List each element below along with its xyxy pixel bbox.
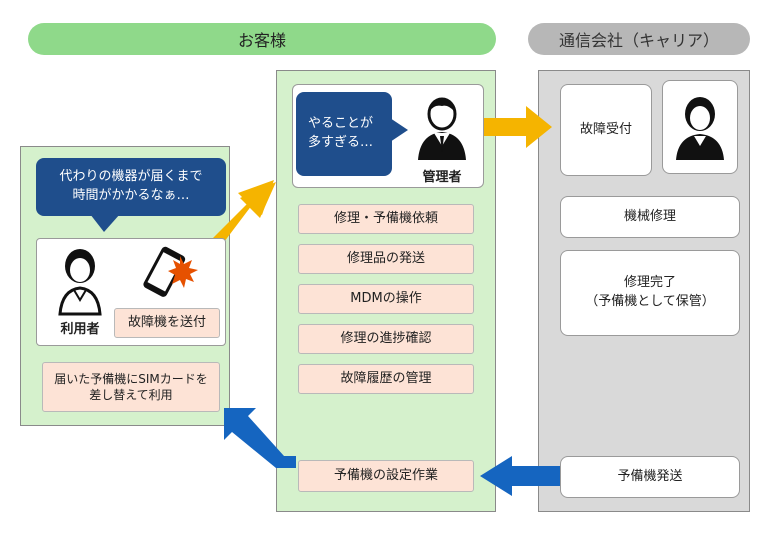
admin-icon <box>418 97 466 160</box>
user-label: 利用者 <box>60 322 100 337</box>
arrow-admin-to-user <box>224 408 296 468</box>
admin-task-5: 故障履歴の管理 <box>298 364 474 394</box>
user-bubble-tail <box>90 214 120 232</box>
ship-label: 予備機発送 <box>617 468 683 484</box>
repair-complete-box: 修理完了 （予備機として保管） <box>560 250 740 336</box>
broken-phone-icon <box>143 246 198 297</box>
reception-label: 故障受付 <box>579 121 632 137</box>
customer-banner: お客様 <box>28 23 496 55</box>
arrow-carrier-to-admin <box>480 456 560 496</box>
arrow-admin-to-carrier <box>484 106 552 148</box>
repair-complete-label: 修理完了 （予備機として保管） <box>585 275 715 309</box>
admin-task-1: 修理・予備機依頼 <box>298 204 474 234</box>
swap-sim-task: 届いた予備機にSIMカードを 差し替えて利用 <box>42 362 220 412</box>
admin-setup-task: 予備機の設定作業 <box>298 460 474 492</box>
admin-task-4: 修理の進捗確認 <box>298 324 474 354</box>
customer-banner-label: お客様 <box>237 31 286 50</box>
user-bubble-text: 代わりの機器が届くまで 時間がかかるなぁ… <box>59 169 203 203</box>
female-operator-icon <box>676 97 724 160</box>
admin-task-2: 修理品の発送 <box>298 244 474 274</box>
admin-bubble <box>296 92 392 176</box>
admin-bubble-text: やることが 多すぎる… <box>308 116 374 150</box>
female-user-icon <box>58 249 102 316</box>
repair-label: 機械修理 <box>623 208 676 224</box>
carrier-banner: 通信会社（キャリア） <box>528 23 750 55</box>
repair-box: 機械修理 <box>560 196 740 238</box>
send-broken-device-task: 故障機を送付 <box>114 308 220 338</box>
carrier-banner-label: 通信会社（キャリア） <box>558 31 719 50</box>
ship-box: 予備機発送 <box>560 456 740 498</box>
admin-label: 管理者 <box>422 170 462 185</box>
admin-bubble-tail <box>390 118 408 142</box>
user-bubble <box>36 158 226 216</box>
admin-task-3: MDMの操作 <box>298 284 474 314</box>
reception-box: 故障受付 <box>560 84 652 176</box>
